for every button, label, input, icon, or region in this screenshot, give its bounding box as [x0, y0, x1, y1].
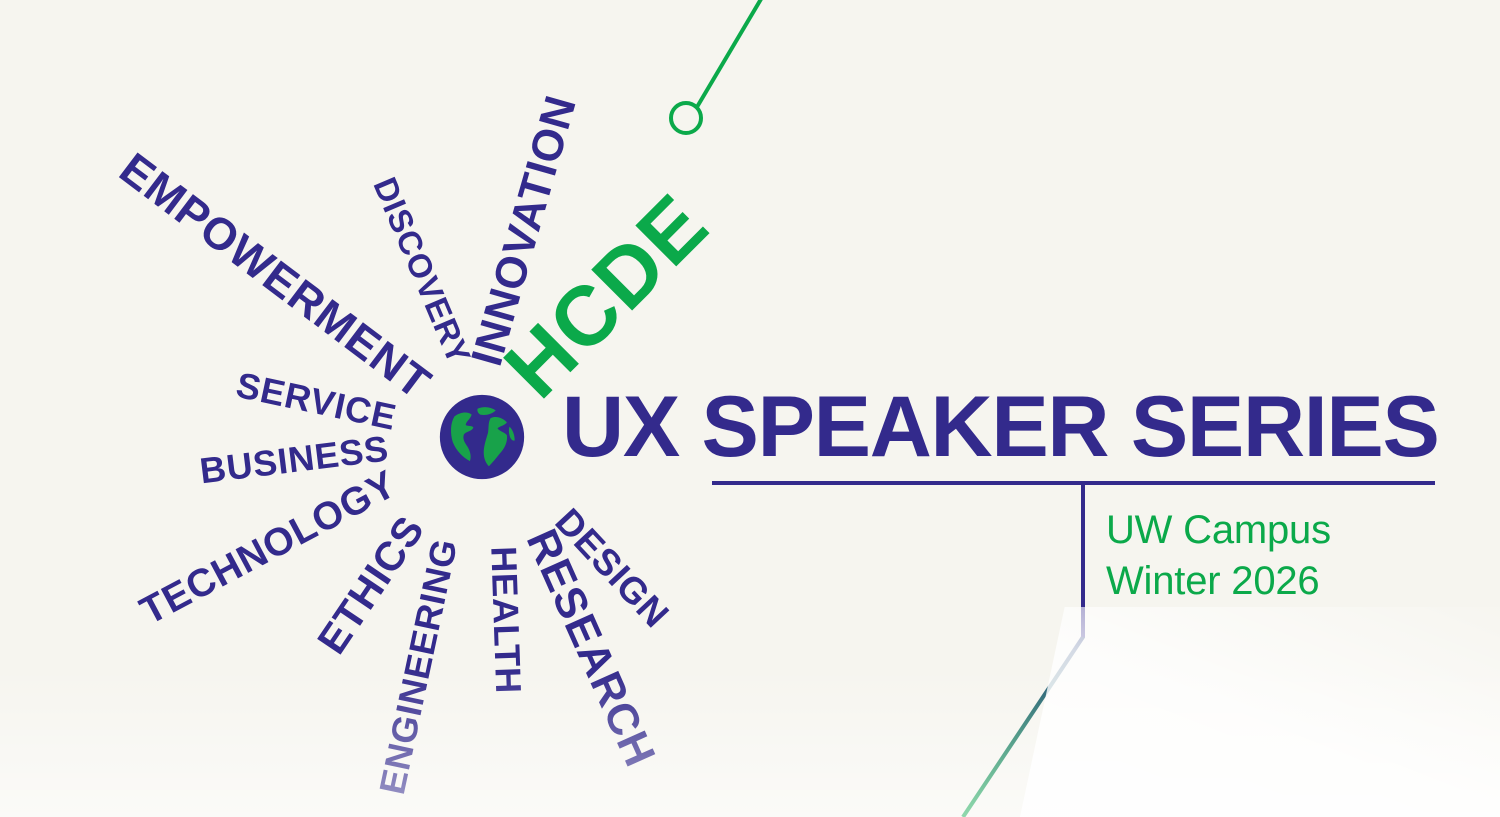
- circle-marker-icon: [669, 101, 703, 135]
- page-title: UX SPEAKER SERIES: [562, 379, 1440, 475]
- paper-sheen-corner: [1020, 607, 1500, 817]
- globe-icon: [439, 394, 525, 480]
- subtitle-term: Winter 2026: [1106, 559, 1320, 604]
- paper-sheen-bottom: [0, 667, 1500, 817]
- pointer-line-bottom: [961, 600, 1085, 817]
- subtitle-location: UW Campus: [1106, 508, 1331, 552]
- title-tick-line: [1081, 481, 1085, 637]
- title-underline: [712, 481, 1435, 485]
- word-health: HEALTH: [483, 545, 530, 695]
- subtitle-block: UW Campus Winter 2026: [1106, 505, 1331, 607]
- pointer-line-top: [695, 0, 763, 109]
